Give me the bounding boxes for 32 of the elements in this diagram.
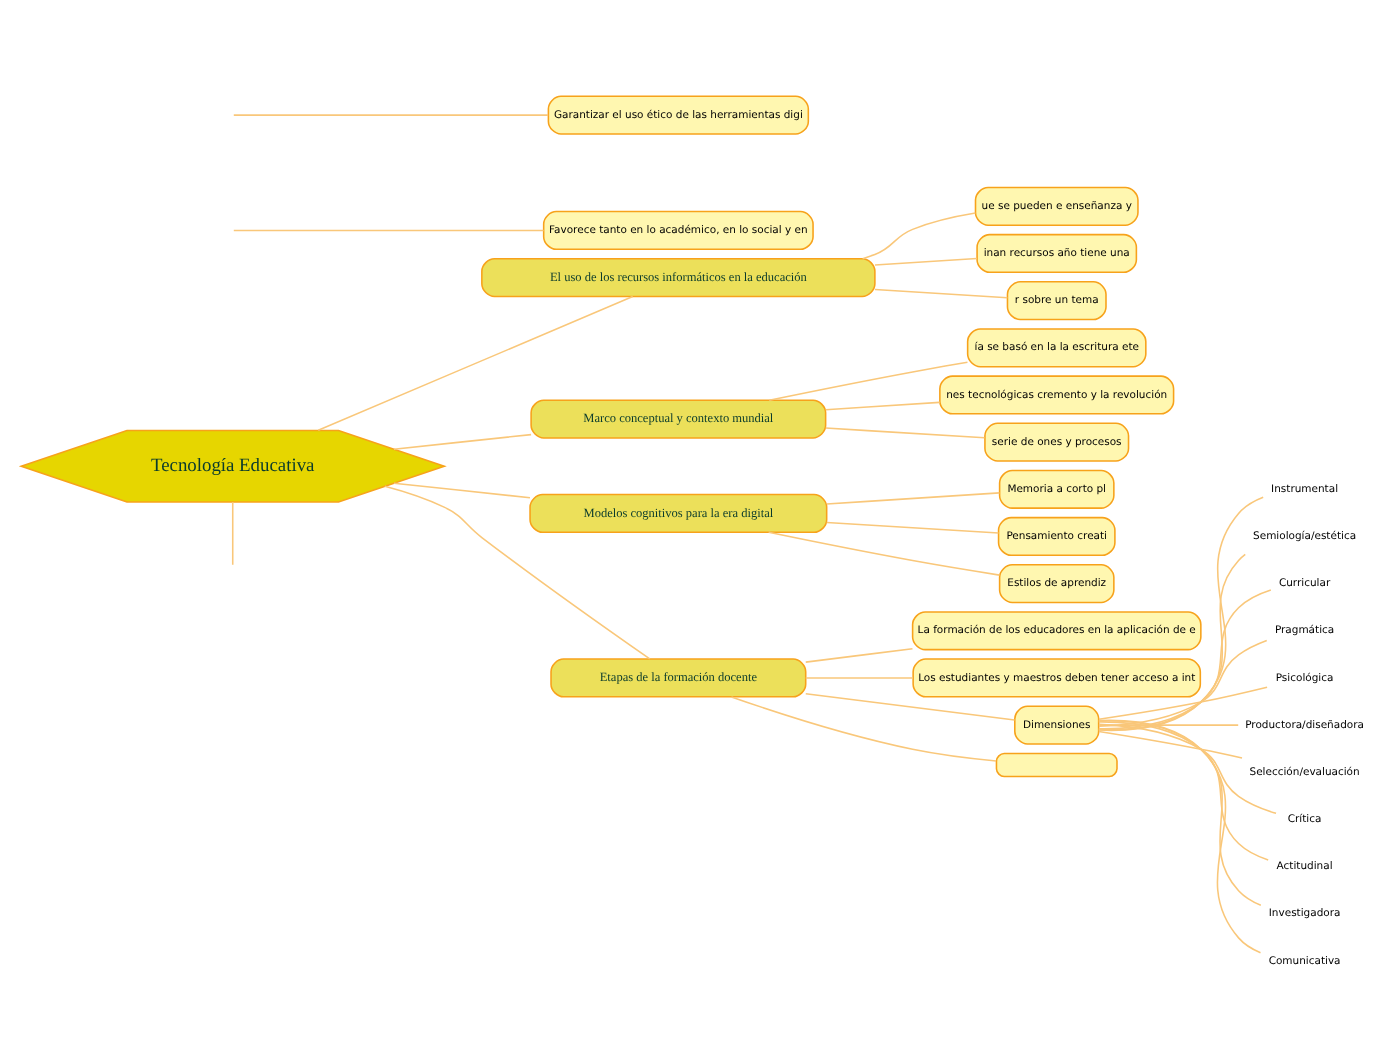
connector (233, 228, 545, 231)
node-box (995, 751, 1118, 777)
connector (1098, 552, 1247, 730)
connector (1097, 588, 1272, 729)
connector (826, 520, 1000, 533)
connector (393, 432, 532, 449)
connector (384, 484, 651, 659)
connector (1098, 720, 1269, 860)
connector (1098, 685, 1268, 720)
connector (826, 491, 1001, 504)
connector (804, 646, 914, 662)
connector (874, 287, 1009, 298)
connector (1098, 719, 1262, 906)
connector (317, 294, 634, 431)
connector (1098, 723, 1239, 725)
connector (768, 360, 969, 400)
connector (767, 530, 1001, 575)
connector (231, 500, 234, 565)
connector (804, 676, 914, 678)
connector (861, 211, 977, 259)
connector (393, 481, 531, 498)
connector (233, 113, 549, 115)
connector (1098, 729, 1243, 758)
connector (1098, 638, 1268, 726)
connector (730, 695, 997, 761)
connector (824, 400, 941, 410)
connector (1097, 718, 1262, 953)
connector (824, 426, 986, 438)
connector (1097, 495, 1264, 731)
connector (1098, 722, 1277, 814)
connector (804, 692, 1016, 720)
connector (874, 256, 978, 265)
